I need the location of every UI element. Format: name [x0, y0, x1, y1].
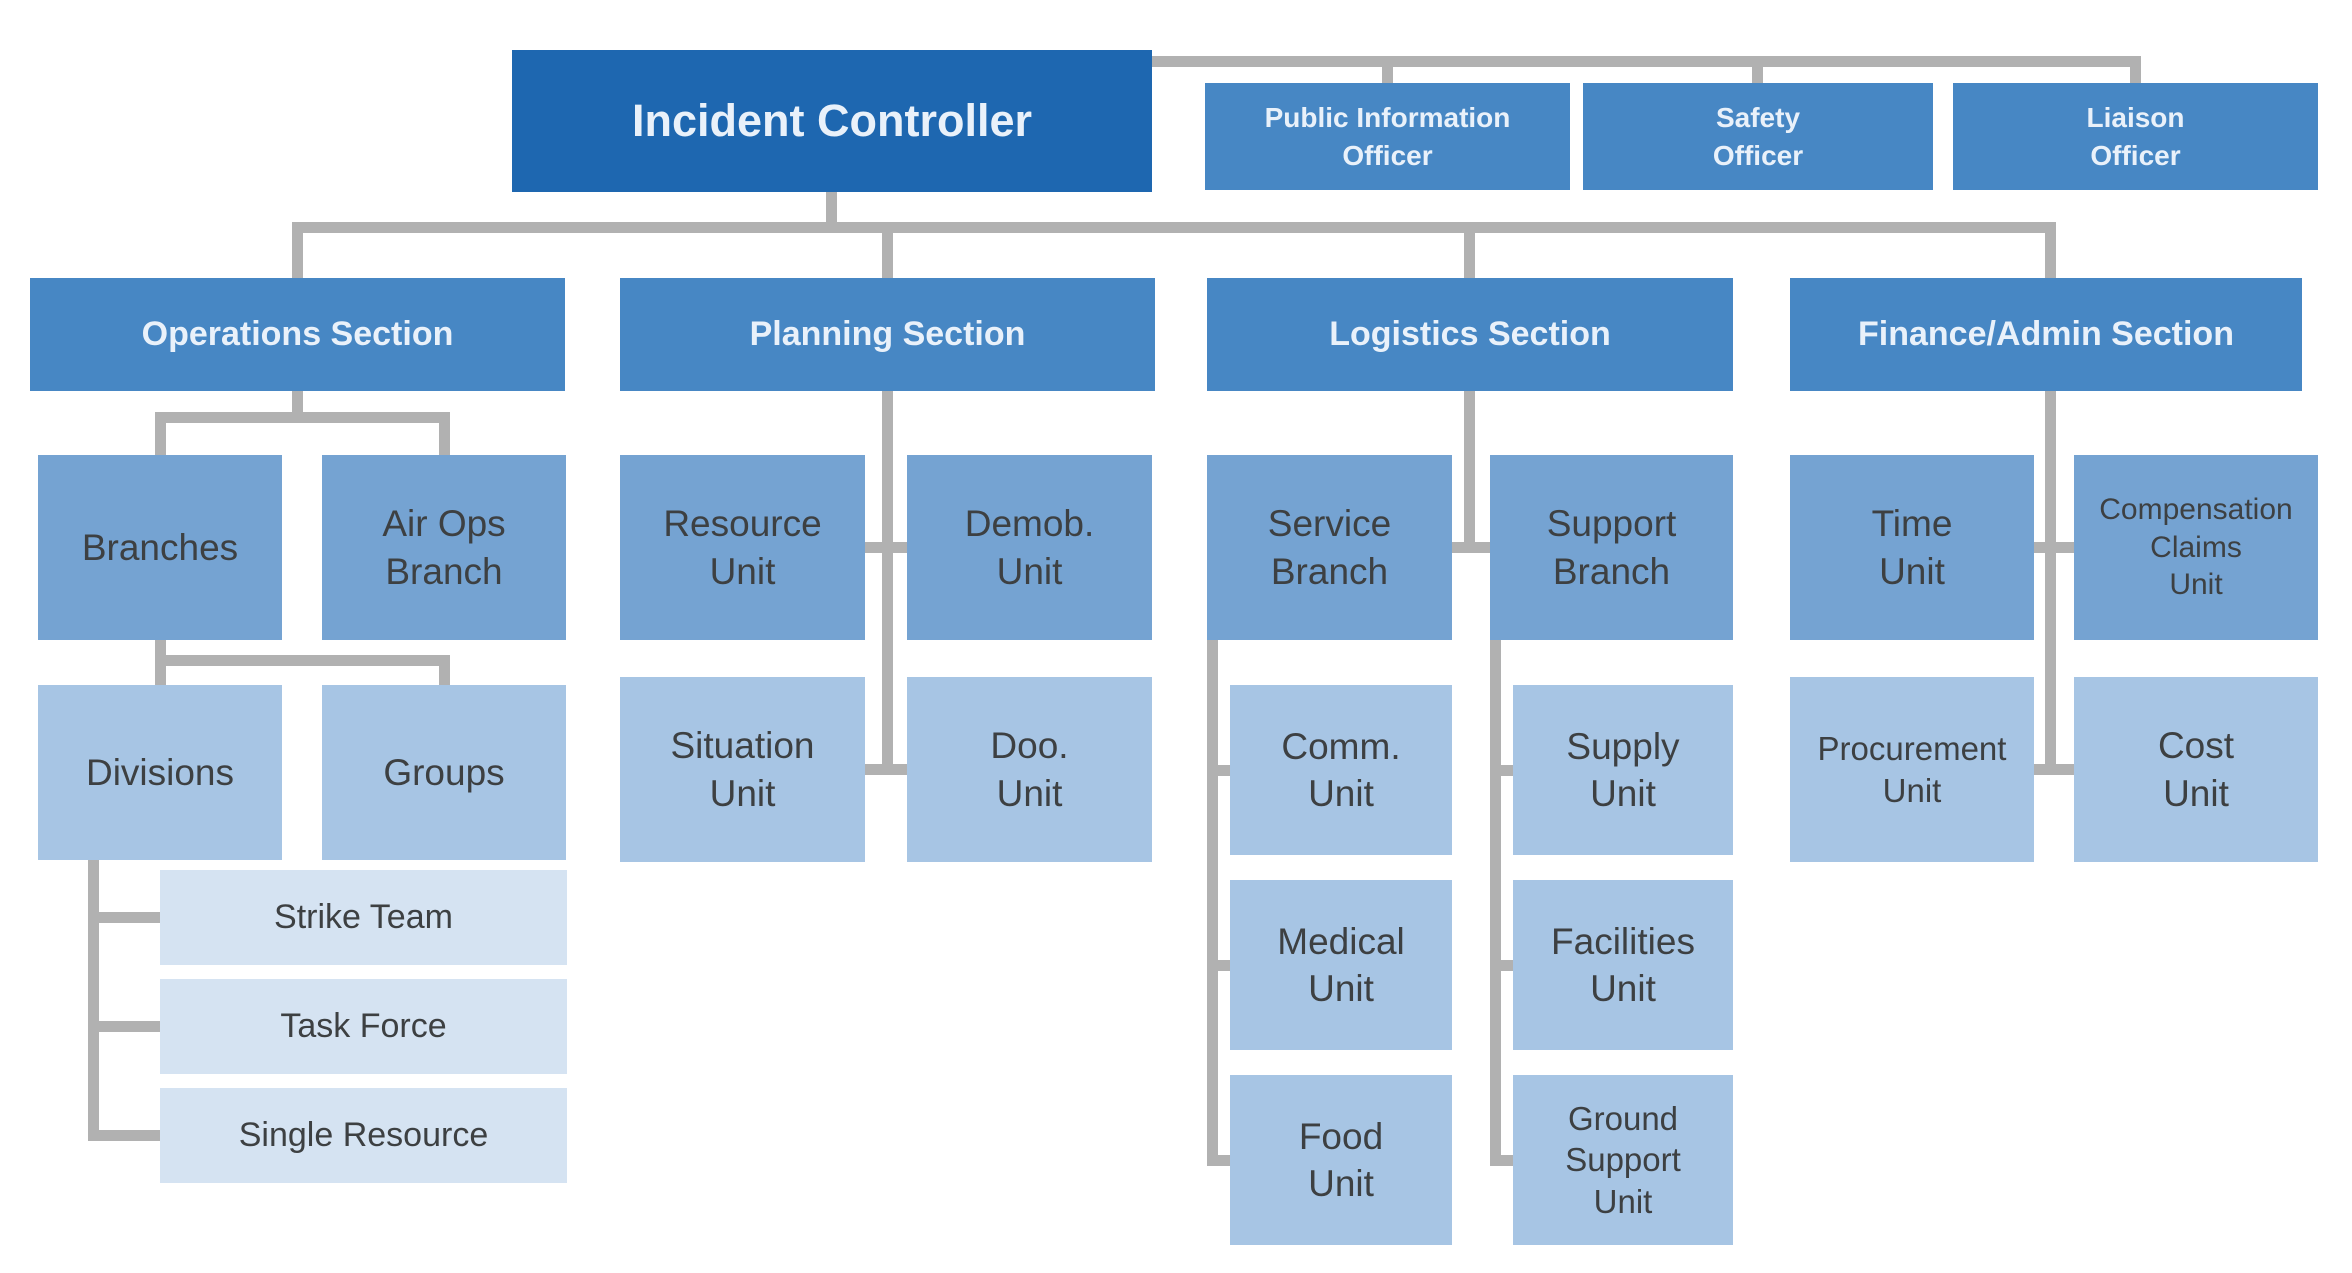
- node-supply-unit: Supply Unit: [1513, 685, 1733, 855]
- connector-ic-trunk: [826, 192, 837, 233]
- node-service-branch: Service Branch: [1207, 455, 1452, 640]
- connector-stub-single-resource: [88, 1130, 160, 1141]
- connector-drop-branches: [155, 412, 166, 455]
- node-liaison-officer: Liaison Officer: [1953, 83, 2318, 190]
- node-single-resource: Single Resource: [160, 1088, 567, 1183]
- node-demob-unit: Demob. Unit: [907, 455, 1152, 640]
- node-planning-section: Planning Section: [620, 278, 1155, 391]
- connector-stub-food: [1207, 1155, 1230, 1166]
- node-groups: Groups: [322, 685, 566, 860]
- node-public-information-officer: Public Information Officer: [1205, 83, 1570, 190]
- connector-stub-comm: [1207, 765, 1230, 776]
- node-air-ops-branch: Air Ops Branch: [322, 455, 566, 640]
- node-situation-unit: Situation Unit: [620, 677, 865, 862]
- node-comm-unit: Comm. Unit: [1230, 685, 1452, 855]
- node-compensation-claims-unit: Compensation Claims Unit: [2074, 455, 2318, 640]
- connector-logistics-trunk: [1464, 391, 1475, 553]
- connector-finance-rung-2: [2034, 764, 2074, 775]
- node-finance-admin-section: Finance/Admin Section: [1790, 278, 2302, 391]
- connector-finance-trunk: [2045, 391, 2056, 775]
- connector-sections: [292, 222, 2056, 233]
- connector-planning-rung-2: [865, 764, 907, 775]
- node-safety-officer: Safety Officer: [1583, 83, 1933, 190]
- connector-stub-strike-team: [88, 912, 160, 923]
- node-logistics-section: Logistics Section: [1207, 278, 1733, 391]
- connector-branches-children: [155, 655, 450, 666]
- node-cost-unit: Cost Unit: [2074, 677, 2318, 862]
- connector-drop-finance: [2045, 222, 2056, 278]
- node-food-unit: Food Unit: [1230, 1075, 1452, 1245]
- connector-planning-trunk: [882, 391, 893, 775]
- connector-drop-logistics: [1464, 222, 1475, 278]
- connector-drop-air-ops: [439, 412, 450, 455]
- connector-drop-groups: [439, 655, 450, 685]
- connector-drop-divisions: [155, 655, 166, 685]
- connector-operations-stub: [292, 391, 303, 423]
- connector-drop-planning: [882, 222, 893, 278]
- node-procurement-unit: Procurement Unit: [1790, 677, 2034, 862]
- node-time-unit: Time Unit: [1790, 455, 2034, 640]
- connector-service-trunk: [1207, 640, 1218, 1166]
- node-divisions: Divisions: [38, 685, 282, 860]
- connector-drop-safety: [1752, 56, 1763, 83]
- connector-logistics-rung: [1452, 542, 1490, 553]
- connector-operations-children: [155, 412, 450, 423]
- connector-stub-supply: [1490, 765, 1513, 776]
- connector-planning-rung-1: [865, 542, 907, 553]
- node-ground-support-unit: Ground Support Unit: [1513, 1075, 1733, 1245]
- connector-command-staff: [1152, 56, 2141, 67]
- node-strike-team: Strike Team: [160, 870, 567, 965]
- node-task-force: Task Force: [160, 979, 567, 1074]
- node-facilities-unit: Facilities Unit: [1513, 880, 1733, 1050]
- connector-stub-facilities: [1490, 960, 1513, 971]
- node-medical-unit: Medical Unit: [1230, 880, 1452, 1050]
- node-operations-section: Operations Section: [30, 278, 565, 391]
- connector-drop-operations: [292, 222, 303, 278]
- node-resource-unit: Resource Unit: [620, 455, 865, 640]
- connector-divisions-trunk: [88, 860, 99, 1141]
- node-support-branch: Support Branch: [1490, 455, 1733, 640]
- node-incident-controller: Incident Controller: [512, 50, 1152, 192]
- connector-branches-stub: [155, 640, 166, 666]
- connector-stub-medical: [1207, 960, 1230, 971]
- connector-support-trunk: [1490, 640, 1501, 1166]
- node-branches: Branches: [38, 455, 282, 640]
- connector-drop-liaison: [2130, 56, 2141, 83]
- node-doo-unit: Doo. Unit: [907, 677, 1152, 862]
- connector-stub-task-force: [88, 1021, 160, 1032]
- connector-stub-ground-support: [1490, 1155, 1513, 1166]
- connector-finance-rung-1: [2034, 542, 2074, 553]
- connector-drop-public-information: [1382, 56, 1393, 83]
